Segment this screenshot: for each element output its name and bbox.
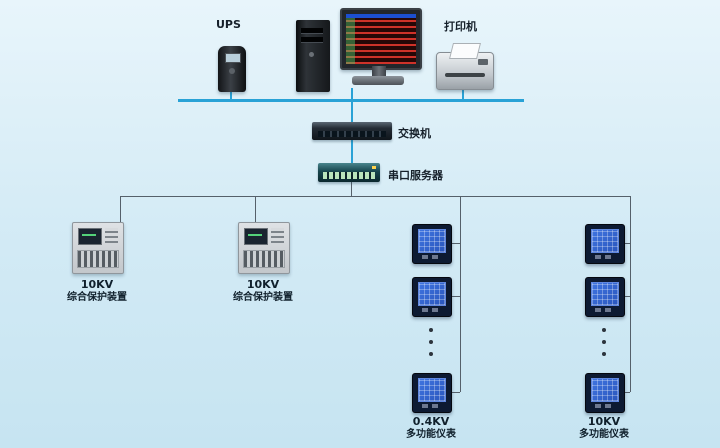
printer-control-panel: [478, 59, 488, 65]
meter-buttons: [422, 308, 442, 312]
monitor-stand: [372, 66, 386, 77]
distribution-bus-line: [120, 196, 631, 197]
protection-device-screen: [78, 228, 102, 245]
voltage-label: 10KV: [587, 415, 621, 428]
device-name-label: 综合保护装置: [67, 291, 127, 303]
switch-icon: [312, 122, 392, 140]
meter-buttons: [422, 255, 442, 259]
protection-device-terminals: [77, 250, 119, 268]
power-meter-icon: [412, 373, 452, 413]
device-name-label: 多功能仪表: [579, 428, 629, 440]
meter-col2-stub3: [623, 392, 630, 393]
voltage-label: 10KV: [80, 278, 114, 291]
ellipsis-dots: [602, 328, 606, 356]
power-meter-icon: [585, 224, 625, 264]
meter-buttons: [595, 308, 615, 312]
protection-device-icon: [238, 222, 290, 274]
ups-drop-line: [230, 91, 232, 99]
meter-screen: [418, 282, 446, 306]
meter-col1-stub3: [450, 392, 460, 393]
meter-col2-stub2: [623, 296, 630, 297]
ups-label: UPS: [216, 18, 241, 31]
dot-icon: [429, 328, 433, 332]
ups-tower-icon: [218, 46, 246, 92]
monitor-icon: [340, 8, 422, 70]
power-meter-icon: [412, 277, 452, 317]
meter-screen: [591, 282, 619, 306]
protection2-drop-line: [255, 196, 256, 222]
pc-power-button-icon: [309, 52, 314, 57]
meter-col2-riser-line: [630, 196, 631, 392]
monitor-base: [352, 76, 404, 85]
bus-to-switch-line: [351, 102, 353, 122]
meter-buttons: [422, 404, 442, 408]
power-meter-icon: [412, 224, 452, 264]
switch-to-server-line: [351, 140, 353, 163]
dot-icon: [602, 352, 606, 356]
protection1-drop-line: [120, 196, 121, 222]
meter-screen: [591, 229, 619, 253]
switch-ports: [318, 131, 386, 137]
printer-icon: [436, 43, 494, 90]
printer-drop-line: [462, 88, 464, 99]
protection-device-keys: [105, 228, 118, 243]
protection-device-2-label: 10KV 综合保护装置: [218, 278, 308, 304]
drive-bay-icon: [301, 37, 323, 43]
protection-device-icon: [72, 222, 124, 274]
power-meter-icon: [585, 277, 625, 317]
protection-device-1-label: 10KV 综合保护装置: [52, 278, 142, 304]
server-down-line: [351, 182, 352, 196]
meter-col1-stub1: [450, 243, 460, 244]
top-bus-line: [178, 99, 524, 102]
meter-screen: [591, 378, 619, 402]
serial-server-ports: [323, 172, 375, 179]
switch-label: 交换机: [398, 127, 431, 140]
serial-server-icon: [318, 163, 380, 182]
meter-column-2-label: 10KV 多功能仪表: [564, 415, 644, 441]
drive-bay-icon: [301, 28, 323, 34]
serial-server-label: 串口服务器: [388, 169, 443, 182]
meter-column-1-label: 0.4KV 多功能仪表: [391, 415, 471, 441]
ellipsis-dots: [429, 328, 433, 356]
ups-power-button-icon: [229, 68, 235, 74]
meter-buttons: [595, 255, 615, 259]
printer-paper: [449, 43, 481, 59]
pc-tower-icon: [296, 20, 330, 92]
voltage-label: 0.4KV: [412, 415, 450, 428]
dot-icon: [429, 340, 433, 344]
protection-device-screen: [244, 228, 268, 245]
protection-device-keys: [271, 228, 284, 243]
voltage-label: 10KV: [246, 278, 280, 291]
meter-buttons: [595, 404, 615, 408]
device-name-label: 多功能仪表: [406, 428, 456, 440]
meter-screen: [418, 229, 446, 253]
dot-icon: [429, 352, 433, 356]
dot-icon: [602, 328, 606, 332]
meter-col2-stub1: [623, 243, 630, 244]
printer-label: 打印机: [444, 20, 477, 33]
meter-screen: [418, 378, 446, 402]
serial-server-led: [372, 166, 376, 169]
ups-display: [225, 53, 241, 63]
meter-col1-stub2: [450, 296, 460, 297]
power-meter-icon: [585, 373, 625, 413]
dot-icon: [602, 340, 606, 344]
pc-drop-line: [351, 88, 353, 99]
device-name-label: 综合保护装置: [233, 291, 293, 303]
monitor-screen: [346, 14, 416, 64]
printer-output-slot: [445, 73, 485, 77]
protection-device-terminals: [243, 250, 285, 268]
meter-col1-riser-line: [460, 196, 461, 392]
